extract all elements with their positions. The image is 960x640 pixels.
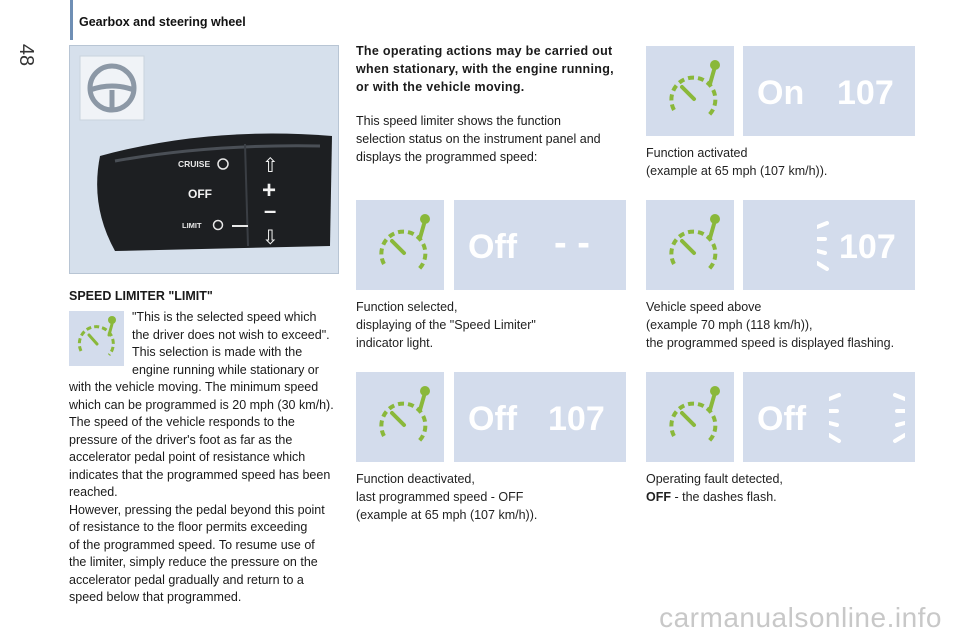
limiter-line: indicates that the programmed speed has … — [69, 467, 331, 482]
watermark: carmanualsonline.info — [659, 602, 942, 633]
limiter-indicator-tile — [69, 311, 124, 366]
state-caption-line: Function deactivated, — [356, 472, 475, 486]
display-speed-text: 107 — [548, 400, 605, 438]
limit-label: LIMIT — [182, 221, 202, 230]
speed-limiter-icon — [669, 214, 720, 272]
display-mode-text: Off — [468, 228, 518, 266]
limiter-line: However, pressing the pedal beyond this … — [69, 502, 325, 517]
display-mode-text: On — [757, 74, 805, 112]
limiter-line: with the vehicle moving. The minimum spe… — [69, 380, 319, 394]
limiter-line: the driver does not wish to exceed". — [132, 327, 330, 342]
display-speed-text: - - — [554, 222, 590, 264]
intro-bold-line: or with the vehicle moving. — [356, 80, 525, 94]
state-caption-line: Vehicle speed above — [646, 300, 762, 314]
limiter-line: accelerator pedal gradually and return t… — [69, 572, 304, 587]
limiter-line: pressure of the driver's foot as far as … — [69, 432, 293, 447]
page-number: 48 — [15, 43, 37, 67]
intro-line: selection status on the instrument panel… — [356, 132, 601, 146]
limiter-line: speed below that programmed. — [69, 590, 242, 604]
state-caption-line: Function selected, — [356, 300, 458, 314]
speed-limiter-icon — [669, 60, 720, 118]
state-display: Off 107 — [454, 372, 626, 462]
state-icon-tile — [356, 200, 444, 290]
plus-icon: + — [262, 177, 276, 204]
state-caption-line: (example at 65 mph (107 km/h)). — [646, 164, 828, 178]
section-title: Gearbox and steering wheel — [79, 15, 246, 29]
flashing-dashes-icon — [893, 393, 905, 443]
up-arrow-icon: ⇧ — [262, 155, 279, 177]
state-caption-line: displaying of the "Speed Limiter" — [356, 318, 536, 332]
state-caption-line: Operating fault detected, — [646, 472, 783, 486]
minus-icon: – — [264, 198, 276, 223]
limiter-line: of resistance to the floor permits excee… — [69, 520, 308, 534]
state-icon-tile — [646, 372, 734, 462]
display-mode-text: Off — [468, 400, 518, 438]
display-mode-text: Off — [757, 400, 807, 438]
display-speed-text: 107 — [839, 228, 896, 266]
intro-line: This speed limiter shows the function — [356, 114, 561, 128]
limiter-line: reached. — [69, 485, 118, 499]
state-icon-tile — [646, 46, 734, 136]
limiter-line: of the programmed speed. To resume use o… — [69, 537, 315, 552]
speed-limiter-icon — [77, 316, 116, 356]
limiter-heading: SPEED LIMITER "LIMIT" — [69, 289, 213, 303]
limiter-line: the limiter, simply reduce the pressure … — [69, 555, 318, 569]
limiter-line: which can be programmed is 20 mph (30 km… — [69, 397, 334, 412]
state-display: On 107 — [743, 46, 915, 136]
state-caption-line: (example at 65 mph (107 km/h)). — [356, 508, 538, 522]
steering-wheel-icon — [87, 63, 137, 113]
state-display: 107 — [743, 200, 915, 290]
intro-line: displays the programmed speed: — [356, 150, 538, 164]
flashing-dashes-icon — [817, 221, 829, 271]
state-display: Off - - — [454, 200, 626, 290]
off-label: OFF — [188, 187, 212, 201]
cruise-label: CRUISE — [178, 159, 210, 169]
speed-limiter-icon — [379, 214, 430, 272]
flashing-dashes-icon — [829, 393, 841, 443]
limiter-line: engine running while stationary or — [132, 362, 319, 377]
state-icon-tile — [356, 372, 444, 462]
display-speed-text: 107 — [837, 74, 894, 112]
intro-bold-line: The operating actions may be carried out — [356, 44, 613, 58]
intro-bold-line: when stationary, with the engine running… — [356, 62, 614, 76]
state-caption-line: Function activated — [646, 146, 748, 160]
speed-limiter-icon — [379, 386, 430, 444]
state-caption-line: last programmed speed - OFF — [356, 490, 524, 504]
limiter-line: accelerator pedal point of resistance wh… — [69, 450, 306, 464]
steering-stalk-photo: CRUISE OFF LIMIT ⇧ + – ⇩ — [69, 45, 339, 274]
down-arrow-icon: ⇩ — [262, 227, 279, 249]
limiter-line: The speed of the vehicle responds to the — [69, 415, 295, 429]
caption-bold: OFF — [646, 490, 671, 504]
state-icon-tile — [646, 200, 734, 290]
limiter-line: This selection is made with the — [132, 345, 303, 359]
state-caption-line: OFF - the dashes flash. — [646, 490, 777, 504]
state-caption-line: the programmed speed is displayed flashi… — [646, 336, 895, 350]
header-bar — [70, 0, 73, 40]
speed-limiter-icon — [669, 386, 720, 444]
limiter-line: "This is the selected speed which — [132, 310, 317, 324]
state-caption-line: (example 70 mph (118 km/h)), — [646, 318, 813, 332]
state-caption-line: indicator light. — [356, 336, 434, 350]
state-display: Off — [743, 372, 915, 462]
